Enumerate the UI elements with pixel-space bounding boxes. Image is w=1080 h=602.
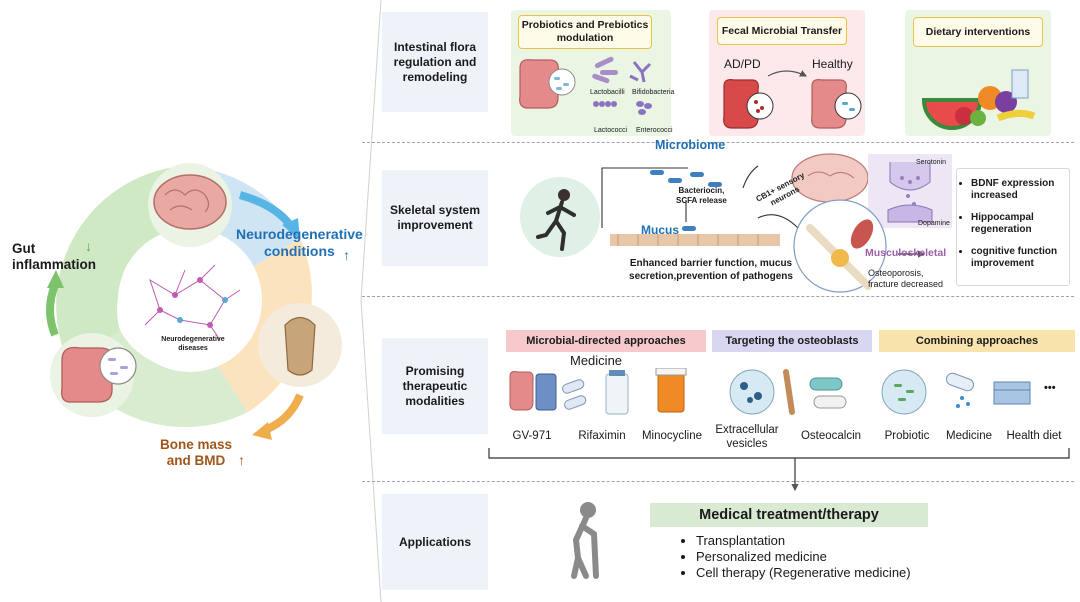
outcome-item: BDNF expression increased [971,178,1065,202]
row-label-therapeutic: Promising therapeutic modalities [382,338,488,434]
runner-icon [536,200,576,251]
elderly-person-illustration [571,502,599,579]
mucus-layer [610,234,780,246]
divider-3 [362,481,1074,482]
joint-icon [831,249,849,267]
outcome-item: Hippocampal regeneration [971,212,1065,236]
item-gv971: GV-971 [512,430,552,442]
divider-1 [362,142,1074,143]
therapy-icons [509,368,1031,415]
bifidobacteria-icon [629,61,652,83]
probiotics-title: Probiotics and Prebiotics modulation [518,15,652,49]
healthy-label: Healthy [812,57,853,71]
arrow-up-icon: ↑ [343,247,350,263]
probiotic-icon [881,369,927,415]
pill-icon [562,379,585,394]
milk-icon [1011,69,1029,99]
mucus-label: Mucus [641,223,680,237]
enterococci-icon [636,101,652,115]
rifaximin-vial-icon [605,373,629,415]
therapy-item: Transplantation [696,533,911,549]
barrier-label: Enhanced barrier function, mucus secreti… [629,258,793,282]
neuron-dots [157,277,213,328]
osteoporosis-label: Osteoporosis, fracture decreased [868,268,944,289]
microbial-header: Microbial-directed approaches [506,330,706,352]
lactobacilli-icon [592,56,618,84]
osteoblast-header: Targeting the osteoblasts [712,330,872,352]
therapy-list: Transplantation Personalized medicine Ce… [680,533,911,581]
minocycline-bottle-icon [657,371,685,413]
item-probiotic: Probiotic [884,430,930,442]
bone-icon [284,316,316,376]
bacteriocin-label: Bacteriocin, SCFA release [676,186,727,205]
skeletal-mechanism-diagram [601,153,952,293]
gut-inflammation-label: Gut inflammation [12,241,97,272]
therapy-item: Personalized medicine [696,549,911,565]
item-osteocalcin: Osteocalcin [800,430,862,442]
therapy-item: Cell therapy (Regenerative medicine) [696,565,911,581]
outcome-item: cognitive function improvement [971,246,1065,270]
muscle-icon [850,219,874,249]
food-illustration [921,69,1036,130]
apple-icon [955,107,973,125]
row-label-skeletal: Skeletal system improvement [382,170,488,266]
intestine-small-icon [519,59,559,109]
medicine-title: Medicine [570,353,623,368]
fmt-illustration [723,70,862,129]
left-separator [360,0,382,602]
vesicles-icon [729,369,775,415]
enterococci-label: Enterococci [636,127,673,134]
neurodegenerative-label: Neurodegenerative conditions [236,226,363,259]
banana-icon [996,109,1036,122]
item-minocycline: Minocycline [641,430,703,442]
item-vesicles: Extracellular vesicles [715,424,779,450]
center-circle-label: Neurodegenerative diseases [161,336,225,352]
item-rifaximin: Rifaximin [578,430,626,442]
neuron-network-icon [144,264,241,341]
serotonin-label: Serotonin [916,159,946,166]
lactococci-icon [593,101,617,107]
bifidobacteria-label: Bifidobacteria [632,89,675,96]
arrow-up-brown-icon: ↑ [238,452,245,468]
runner-illustration [520,177,600,257]
capsule-icon [809,377,843,391]
gv971-intestine-icon [509,371,534,411]
broccoli-icon [970,110,986,126]
gv971-bottle-icon [535,373,557,411]
center-circle [118,228,262,372]
divider-2 [362,296,1074,297]
item-health-diet: Health diet [1006,430,1062,442]
arrow-to-neuro [238,191,294,228]
therapy-title: Medical treatment/therapy [650,503,928,527]
musculoskeletal-label: Musculoskeletal [865,247,947,259]
cycle-diagram [46,163,342,440]
item-medicine: Medicine [945,430,993,442]
ad-pd-label: AD/PD [724,57,761,71]
health-diet-icon [993,381,1031,405]
probiotics-illustration [519,56,652,115]
arrow-to-bone [263,393,304,434]
bone-mass-label: Bone mass and BMD [160,437,233,468]
lactococci-label: Lactococci [594,127,628,134]
osteocalcin-bone-icon [783,369,795,415]
elderly-person-icon [571,515,599,579]
lactobacilli-label: Lactobacilli [590,89,625,96]
row-label-applications: Applications [382,494,488,590]
more-icon: ••• [1044,382,1056,394]
microbiome-bacteria-icon [650,170,722,231]
dopamine-label: Dopamine [918,220,950,227]
microbiome-label: Microbiome [655,138,726,152]
bracket-arrow [488,448,1070,492]
row-label-flora: Intestinal flora regulation and remodeli… [382,12,488,112]
intestine-icon [61,346,114,403]
arrow-down-icon: ↓ [85,238,92,254]
combining-header: Combining approaches [879,330,1075,352]
brain-icon [153,174,227,230]
outcomes-box: BDNF expression increased Hippocampal re… [956,168,1070,286]
fmt-title: Fecal Microbial Transfer [717,17,847,45]
dietary-title: Dietary interventions [913,17,1043,47]
bone-small-icon [806,224,872,290]
medicine-capsule-icon [945,372,975,392]
arrow-to-gut [46,283,59,337]
